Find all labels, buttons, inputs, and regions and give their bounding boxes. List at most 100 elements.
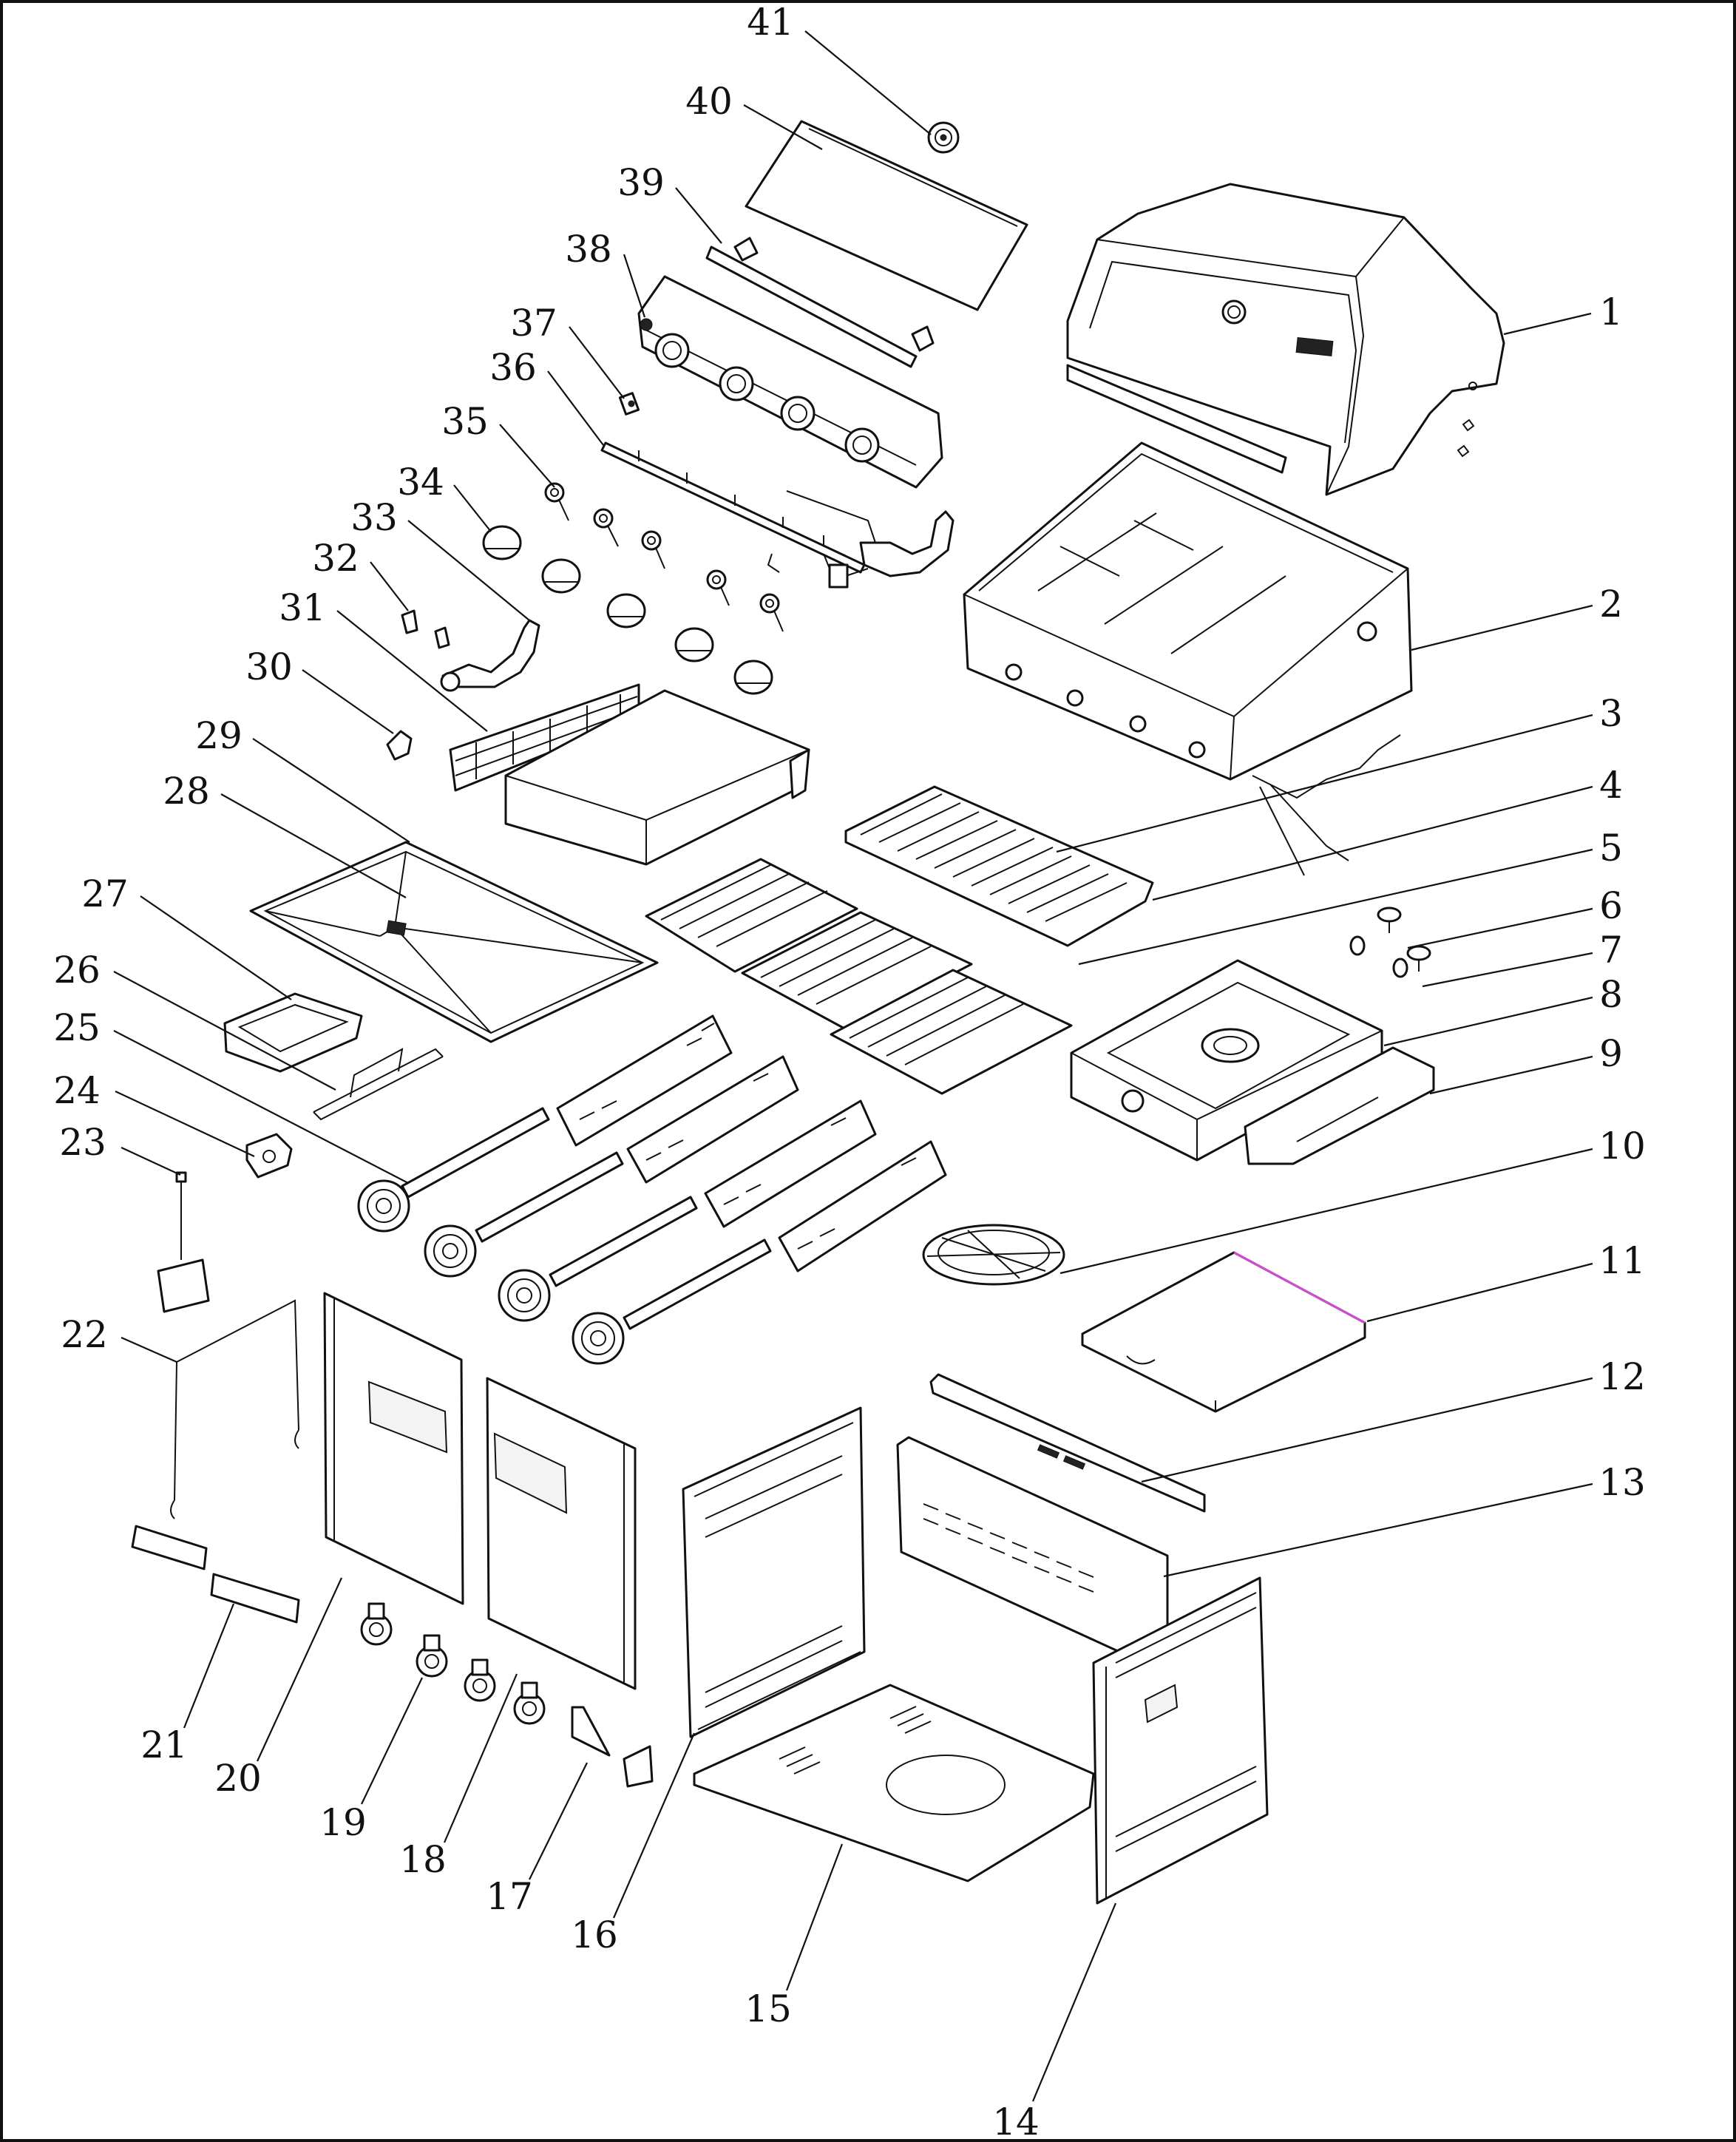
part-11-side-shelf-cover xyxy=(1081,1251,1366,1413)
leader-line-6 xyxy=(1407,907,1593,949)
part-number-label: 5 xyxy=(1599,827,1623,870)
leader-line-32 xyxy=(370,561,409,611)
callout-15: 15 xyxy=(745,1843,844,2030)
part-number-label: 35 xyxy=(441,400,489,443)
callout-41: 41 xyxy=(747,3,932,135)
leader-line-11 xyxy=(1366,1262,1593,1323)
part-number-label: 6 xyxy=(1599,884,1623,927)
part-number-label: 26 xyxy=(53,949,101,992)
callout-27: 27 xyxy=(81,872,292,1000)
leader-line-17 xyxy=(529,1762,588,1880)
exploded-parts-diagram: 1234567891011121314151617181920212223242… xyxy=(53,3,1646,2139)
part-number-label: 1 xyxy=(1599,291,1623,333)
part-12-rear-rail xyxy=(929,1373,1206,1513)
callout-11: 11 xyxy=(1366,1239,1646,1323)
leader-line-40 xyxy=(743,104,823,150)
callout-10: 10 xyxy=(1059,1125,1646,1275)
part-25-burners xyxy=(357,1014,947,1365)
part-30-bracket xyxy=(386,730,413,761)
leader-line-8 xyxy=(1383,996,1593,1047)
callout-35: 35 xyxy=(441,400,555,488)
part-number-label: 27 xyxy=(81,872,129,915)
part-22-towel-rod xyxy=(170,1299,299,1519)
part-number-label: 29 xyxy=(195,714,243,757)
callout-31: 31 xyxy=(279,586,488,732)
part-number-label: 33 xyxy=(350,496,398,539)
callout-25: 25 xyxy=(53,1006,409,1184)
callout-24: 24 xyxy=(53,1069,255,1157)
leader-line-2 xyxy=(1411,604,1593,651)
part-number-label: 17 xyxy=(486,1875,533,1918)
part-40-heat-shield xyxy=(745,120,1028,311)
callout-33: 33 xyxy=(350,496,530,621)
leader-line-16 xyxy=(612,1732,696,1919)
callout-29: 29 xyxy=(195,714,410,843)
leader-line-29 xyxy=(252,738,410,843)
part-28-drip-pan xyxy=(249,841,659,1043)
callout-17: 17 xyxy=(486,1762,588,1918)
part-3-warming-rack xyxy=(844,785,1154,947)
part-number-label: 37 xyxy=(510,302,557,345)
part-number-label: 14 xyxy=(992,2101,1040,2139)
callout-30: 30 xyxy=(245,645,394,734)
part-35-valves xyxy=(544,482,784,632)
part-26-tray-bracket xyxy=(313,1048,444,1121)
leader-line-37 xyxy=(569,326,625,399)
callout-36: 36 xyxy=(489,346,604,446)
callout-40: 40 xyxy=(685,80,823,150)
leader-line-41 xyxy=(804,30,932,135)
leader-line-30 xyxy=(302,669,394,734)
callout-18: 18 xyxy=(399,1673,518,1881)
part-29-side-shelf-box xyxy=(504,689,810,866)
part-number-label: 22 xyxy=(61,1313,108,1356)
part-number-label: 11 xyxy=(1598,1239,1646,1282)
callout-2: 2 xyxy=(1411,583,1623,651)
leader-line-35 xyxy=(499,424,555,488)
part-32-clips xyxy=(401,609,450,649)
part-number-label: 19 xyxy=(319,1801,367,1844)
part-number-label: 30 xyxy=(245,645,293,688)
leader-line-28 xyxy=(220,793,407,898)
callout-4: 4 xyxy=(1152,764,1623,901)
leader-line-22 xyxy=(121,1336,177,1363)
part-34-knobs xyxy=(482,525,773,695)
callout-39: 39 xyxy=(617,161,722,244)
part-number-label: 12 xyxy=(1598,1355,1646,1398)
part-number-label: 16 xyxy=(571,1914,618,1956)
callout-1: 1 xyxy=(1503,291,1623,336)
part-4-cooking-grates xyxy=(645,858,1073,1095)
leader-line-9 xyxy=(1429,1055,1593,1095)
part-1-hood xyxy=(1066,183,1505,496)
callout-22: 22 xyxy=(61,1313,177,1363)
part-2-firebox xyxy=(963,441,1413,876)
part-number-label: 13 xyxy=(1598,1461,1646,1504)
leader-line-21 xyxy=(183,1603,235,1729)
part-number-label: 10 xyxy=(1598,1125,1646,1167)
leader-line-13 xyxy=(1163,1482,1593,1578)
leader-line-20 xyxy=(257,1577,342,1762)
callout-23: 23 xyxy=(59,1121,181,1176)
part-number-label: 32 xyxy=(312,537,359,580)
callout-8: 8 xyxy=(1383,973,1623,1047)
part-number-label: 41 xyxy=(747,3,794,44)
leader-line-38 xyxy=(623,254,646,318)
leader-line-10 xyxy=(1059,1148,1593,1275)
part-number-label: 2 xyxy=(1599,583,1623,626)
leader-line-27 xyxy=(140,895,292,1000)
leader-line-3 xyxy=(1056,714,1593,853)
part-number-label: 8 xyxy=(1599,973,1623,1016)
part-41-thermometer xyxy=(927,121,960,154)
part-number-label: 21 xyxy=(140,1724,188,1766)
part-number-label: 18 xyxy=(399,1838,447,1881)
leader-line-12 xyxy=(1141,1377,1593,1483)
callout-5: 5 xyxy=(1078,827,1623,966)
callout-37: 37 xyxy=(510,302,625,399)
callout-20: 20 xyxy=(214,1577,342,1800)
part-19-casters xyxy=(360,1602,546,1725)
part-6-7-side-knob-feet xyxy=(1349,906,1431,978)
leader-line-18 xyxy=(443,1673,518,1843)
leader-line-36 xyxy=(547,370,604,446)
part-15-bottom-shelf xyxy=(693,1684,1095,1882)
part-number-label: 39 xyxy=(617,161,665,204)
